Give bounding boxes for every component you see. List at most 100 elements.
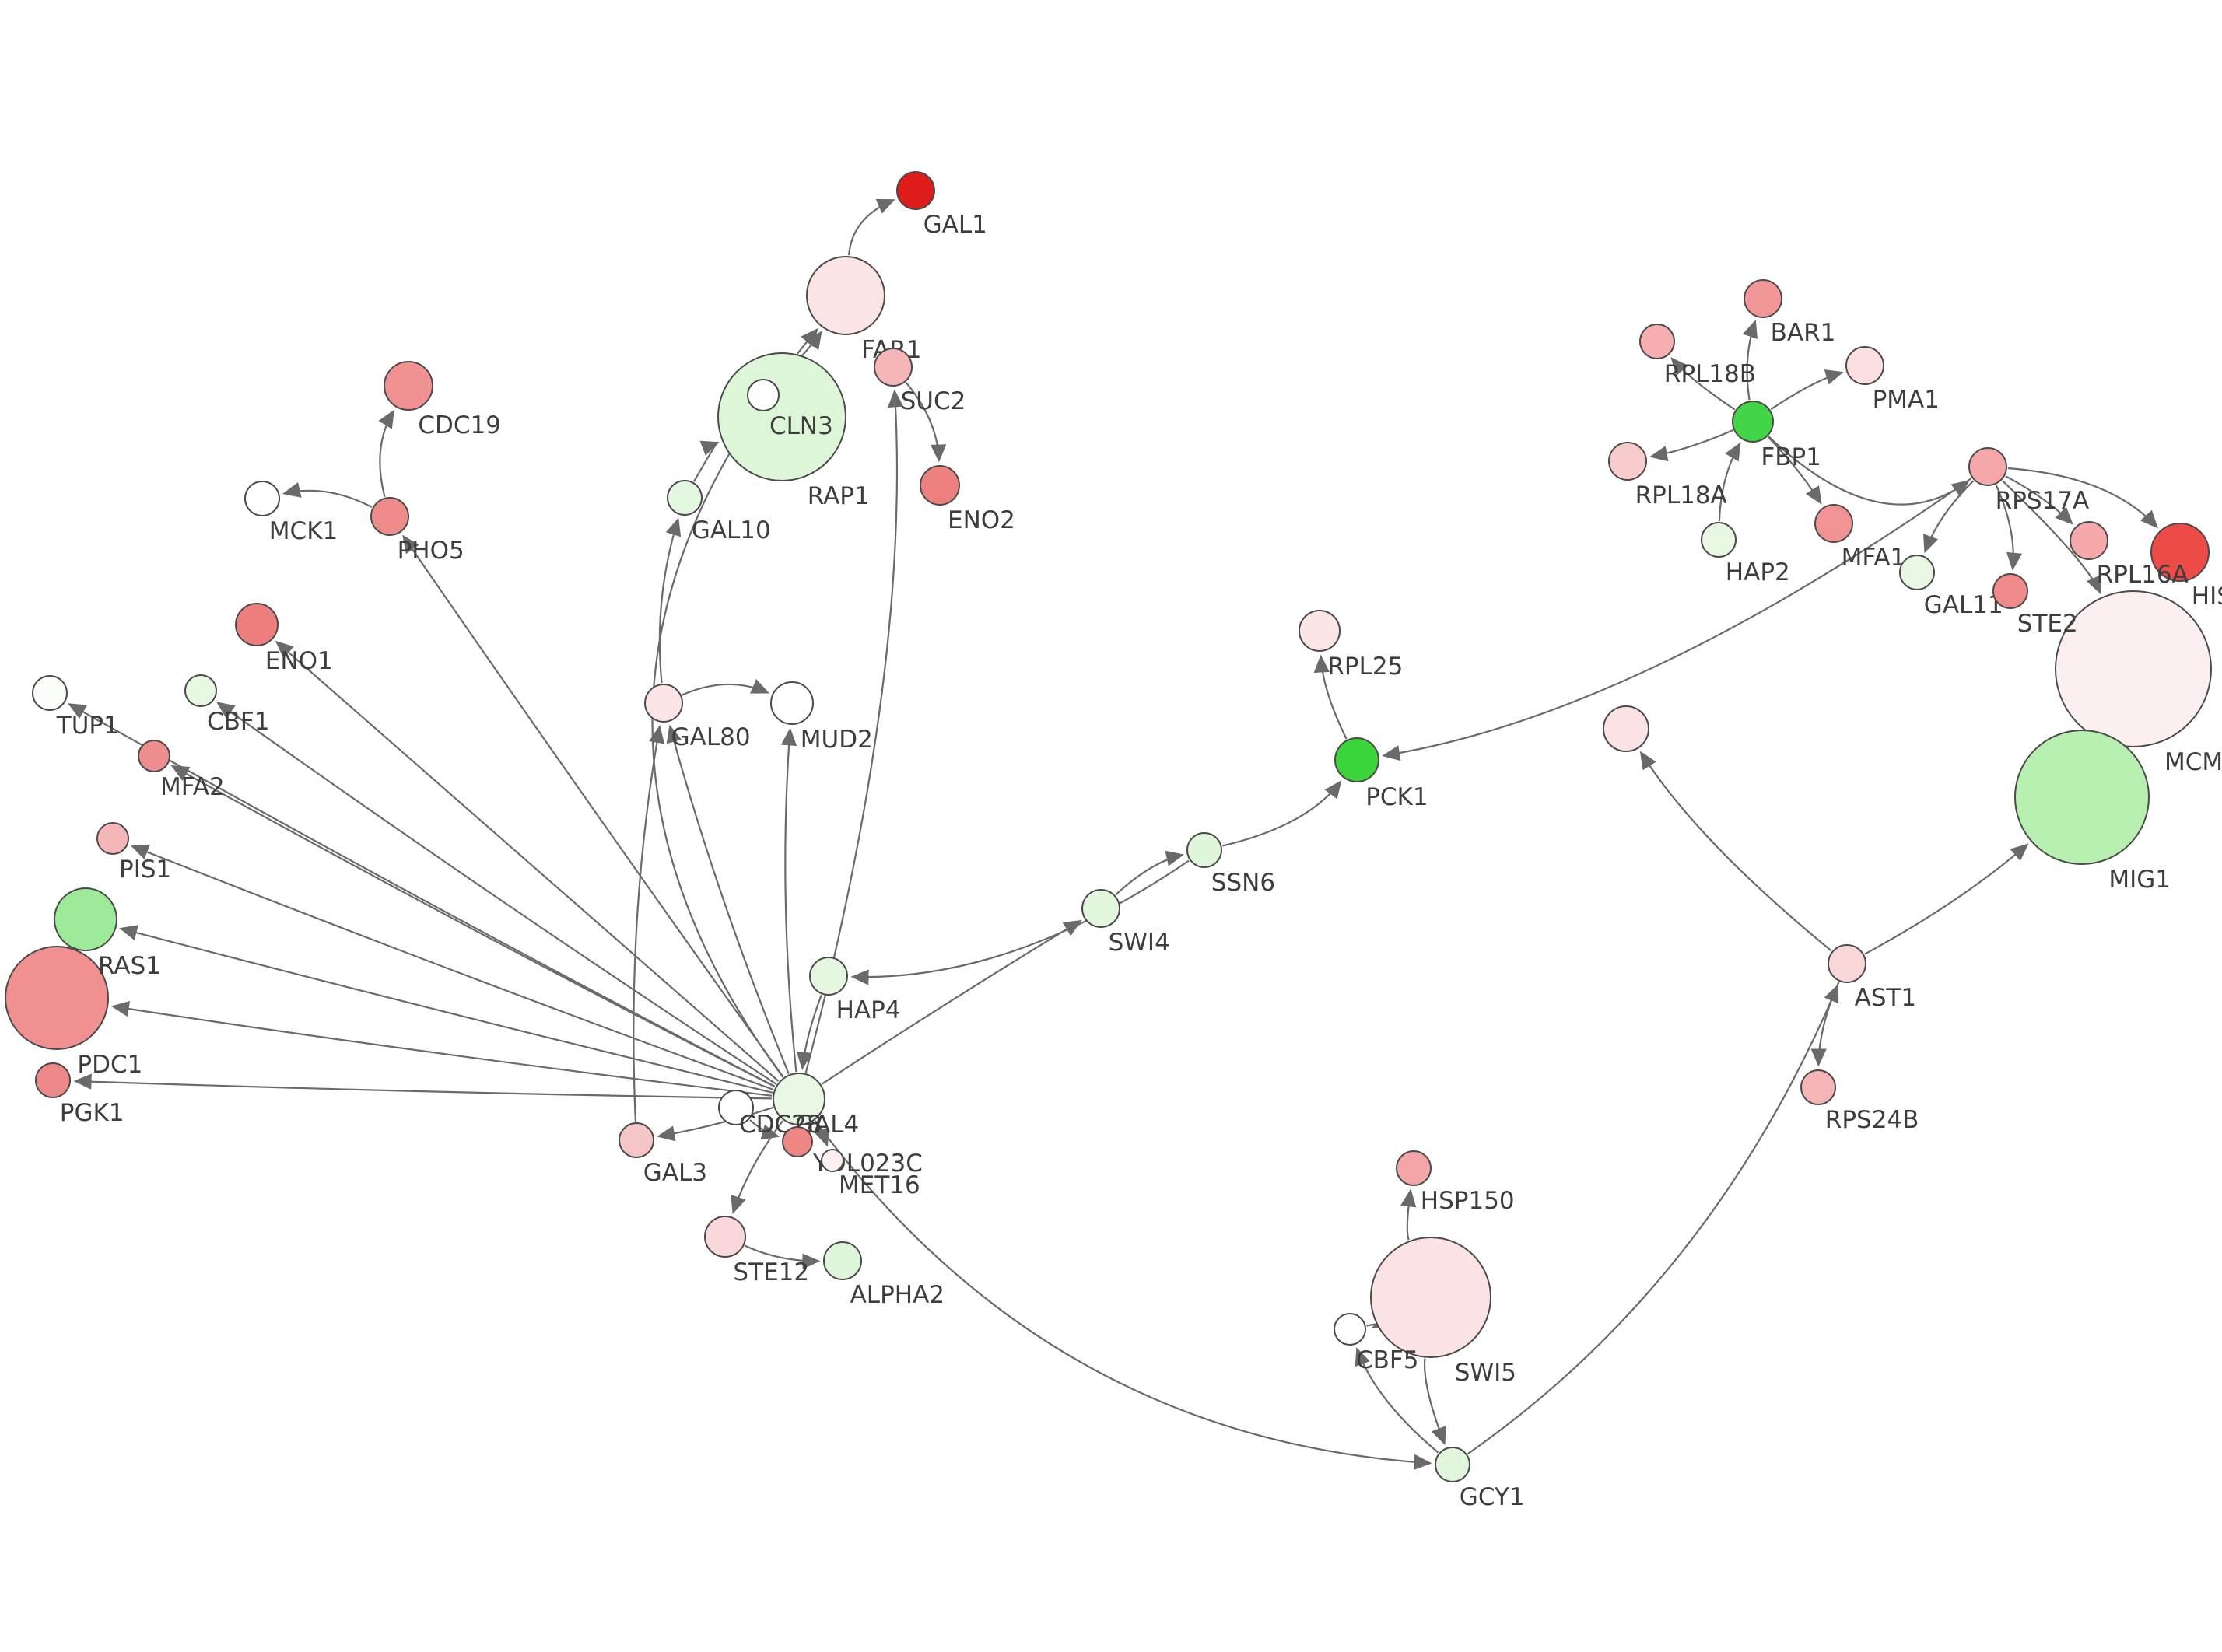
node-TUP1[interactable] bbox=[32, 675, 68, 711]
node-CBF5[interactable] bbox=[1334, 1313, 1366, 1346]
edge-CDC28-YDL023C[interactable] bbox=[749, 1119, 780, 1140]
edge-FBP1-PMA1[interactable] bbox=[1770, 369, 1844, 411]
edge-RPS17A-MCM1[interactable] bbox=[2002, 480, 2101, 595]
node-YDL023C[interactable] bbox=[782, 1126, 813, 1157]
node-RPL18A[interactable] bbox=[1608, 442, 1647, 481]
edge-GCY1-AST1[interactable] bbox=[1467, 984, 1839, 1455]
node-STE2[interactable] bbox=[1992, 573, 2028, 609]
edge-SWI5-HSP150[interactable] bbox=[1400, 1188, 1417, 1241]
edge-GAL4-GCY1[interactable] bbox=[814, 1120, 1432, 1471]
node-GAL10[interactable] bbox=[667, 480, 703, 516]
node-NODE_X[interactable] bbox=[1603, 705, 1649, 752]
edge-GAL4-PDC1[interactable] bbox=[110, 1001, 773, 1097]
node-MIG1[interactable] bbox=[2014, 730, 2150, 865]
node-RPS24B[interactable] bbox=[1800, 1069, 1836, 1105]
edge-FBP1-RPS17A[interactable] bbox=[1768, 436, 1971, 506]
edge-GAL80-GAL10[interactable] bbox=[658, 517, 682, 684]
edge-GAL4-PGK1[interactable] bbox=[73, 1073, 773, 1100]
node-GAL11[interactable] bbox=[1899, 555, 1935, 590]
node-MFA1[interactable] bbox=[1814, 504, 1853, 543]
edge-FBP1-RPL18B[interactable] bbox=[1670, 357, 1736, 411]
node-PGK1[interactable] bbox=[35, 1062, 71, 1098]
edge-SSN6-HAP4[interactable] bbox=[850, 859, 1190, 985]
edge-AST1-RPS24B[interactable] bbox=[1810, 982, 1840, 1067]
edge-FAR1-GAL1[interactable] bbox=[848, 198, 895, 256]
edge-RPS17A-GAL11[interactable] bbox=[1923, 480, 1975, 554]
edge-PHO5-CDC19[interactable] bbox=[378, 409, 394, 498]
edge-HAP2-FBP1[interactable] bbox=[1718, 442, 1741, 522]
node-RPL25[interactable] bbox=[1299, 610, 1341, 652]
edge-RPS17A-RPL16A[interactable] bbox=[2005, 475, 2073, 525]
edge-SSN6-PCK1[interactable] bbox=[1222, 780, 1342, 847]
node-MCK1[interactable] bbox=[244, 481, 280, 516]
edge-GAL4-TUP1[interactable] bbox=[68, 703, 776, 1087]
node-GAL80[interactable] bbox=[644, 684, 683, 723]
edge-GAL4-MFA2[interactable] bbox=[170, 765, 776, 1088]
node-SWI4[interactable] bbox=[1081, 889, 1120, 928]
edge-FBP1-MFA1[interactable] bbox=[1767, 436, 1822, 505]
edge-GAL4-PHO5[interactable] bbox=[402, 534, 784, 1078]
edge-GAL4-RAS1[interactable] bbox=[119, 925, 773, 1094]
edge-GAL4-GAL3[interactable] bbox=[657, 1106, 774, 1142]
node-PIS1[interactable] bbox=[96, 822, 129, 855]
node-RAS1[interactable] bbox=[54, 887, 117, 951]
node-CBF1[interactable] bbox=[184, 674, 217, 707]
node-HSP150[interactable] bbox=[1396, 1150, 1432, 1186]
edge-STE12-ALPHA2[interactable] bbox=[745, 1244, 821, 1269]
edge-SWI4-SSN6[interactable] bbox=[1115, 850, 1185, 896]
node-SSN6[interactable] bbox=[1186, 832, 1222, 868]
node-GAL1[interactable] bbox=[896, 171, 935, 210]
edge-GAL4-SWI4[interactable] bbox=[821, 919, 1082, 1085]
node-MET16[interactable] bbox=[821, 1149, 844, 1172]
edge-GCY1-CBF5[interactable] bbox=[1355, 1347, 1439, 1454]
node-STE12[interactable] bbox=[704, 1216, 746, 1258]
edge-FBP1-BAR1[interactable] bbox=[1742, 320, 1758, 401]
edge-GAL4-CBF1[interactable] bbox=[216, 702, 777, 1085]
node-RPS17A[interactable] bbox=[1968, 447, 2007, 486]
node-CLN3[interactable] bbox=[747, 379, 780, 411]
node-MCM1[interactable] bbox=[2055, 590, 2212, 747]
node-RPL18B[interactable] bbox=[1639, 324, 1675, 359]
edge-GAL4-GAL80[interactable] bbox=[666, 724, 790, 1075]
edge-GAL80-MUD2[interactable] bbox=[682, 678, 770, 696]
edge-HAP4-GAL4[interactable] bbox=[796, 994, 822, 1070]
node-MFA2[interactable] bbox=[138, 740, 170, 772]
node-HAP2[interactable] bbox=[1701, 522, 1737, 558]
node-AST1[interactable] bbox=[1828, 944, 1866, 983]
edge-AST1-MIG1[interactable] bbox=[1864, 843, 2029, 955]
node-CDC28[interactable] bbox=[718, 1090, 754, 1125]
node-MUD2[interactable] bbox=[770, 681, 814, 725]
node-HAP4[interactable] bbox=[809, 957, 848, 996]
edge-SWI5-GCY1[interactable] bbox=[1423, 1358, 1446, 1446]
node-CDC19[interactable] bbox=[384, 361, 433, 411]
edge-GAL4-ENO1[interactable] bbox=[275, 640, 780, 1082]
edge-AST1-NODE_X[interactable] bbox=[1639, 751, 1832, 952]
edge-RPS17A-STE2[interactable] bbox=[1995, 485, 2023, 571]
node-RAP1[interactable] bbox=[717, 352, 846, 481]
node-GCY1[interactable] bbox=[1435, 1447, 1470, 1482]
node-PCK1[interactable] bbox=[1334, 737, 1379, 782]
edge-PCK1-RPL25[interactable] bbox=[1313, 654, 1348, 740]
node-PHO5[interactable] bbox=[370, 497, 409, 536]
node-GAL3[interactable] bbox=[619, 1122, 654, 1158]
edge-GAL3-GAL80[interactable] bbox=[633, 725, 665, 1122]
edge-CBF5-SWI5[interactable] bbox=[1366, 1313, 1391, 1329]
edge-GAL4-PIS1[interactable] bbox=[130, 845, 774, 1091]
edge-GAL4-MUD2[interactable] bbox=[780, 727, 797, 1073]
node-ENO1[interactable] bbox=[235, 603, 279, 646]
node-SUC2[interactable] bbox=[874, 348, 913, 387]
edge-RPS17A-PCK1[interactable] bbox=[1382, 478, 1972, 761]
node-BAR1[interactable] bbox=[1744, 279, 1782, 318]
node-ALPHA2[interactable] bbox=[823, 1241, 862, 1280]
edge-RPS17A-HIS4[interactable] bbox=[2007, 467, 2158, 529]
node-GAL4[interactable] bbox=[773, 1073, 825, 1125]
node-PMA1[interactable] bbox=[1845, 346, 1884, 385]
node-SWI5[interactable] bbox=[1370, 1237, 1491, 1358]
node-PDC1[interactable] bbox=[5, 946, 109, 1050]
edge-FBP1-RPL18A[interactable] bbox=[1649, 429, 1733, 462]
edge-GAL10-RAP1[interactable] bbox=[692, 440, 720, 482]
node-HIS4[interactable] bbox=[2150, 523, 2210, 582]
edge-SUC2-ENO2[interactable] bbox=[905, 382, 947, 463]
node-FBP1[interactable] bbox=[1732, 401, 1774, 443]
